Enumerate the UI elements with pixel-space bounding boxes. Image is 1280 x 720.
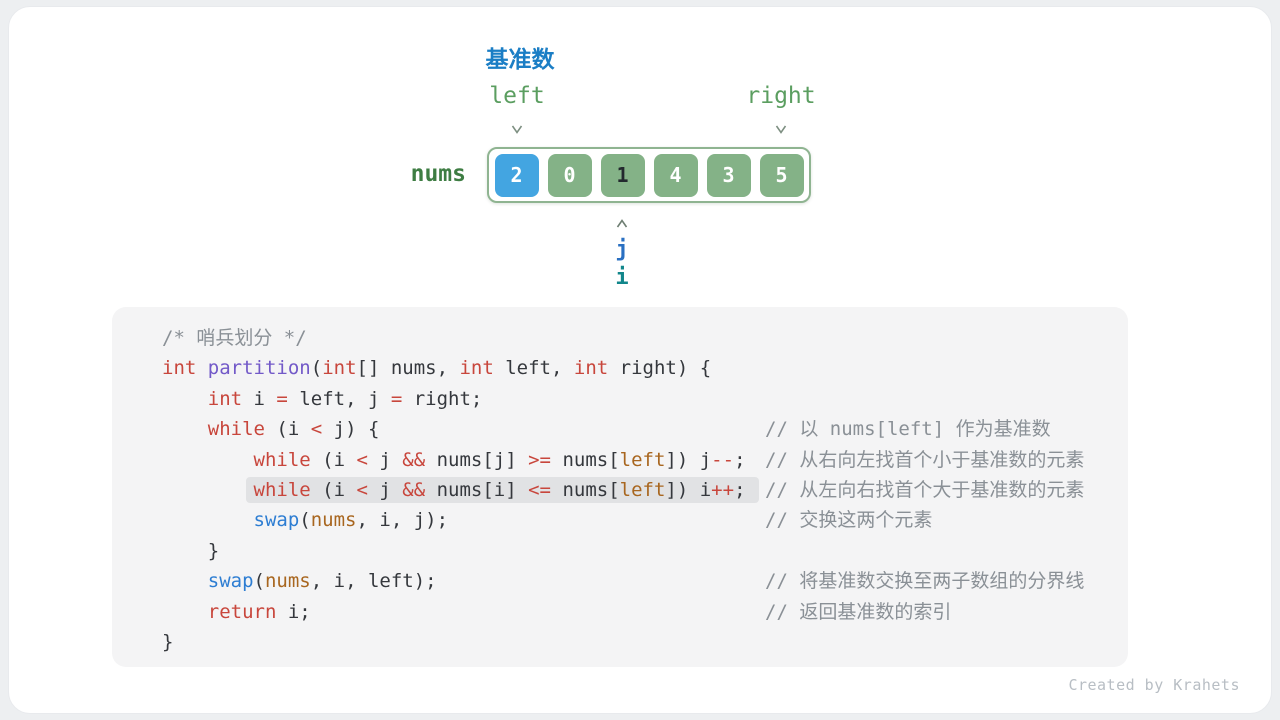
code-text: return i;: [207, 600, 311, 623]
inline-comment: // 从左向右找首个大于基准数的元素: [765, 478, 1085, 501]
right-arrow-down-icon: [775, 119, 787, 138]
code-lines: /* 哨兵划分 */ int partition(int[] nums, int …: [162, 323, 1128, 657]
pivot-label: 基准数: [485, 47, 555, 73]
code-line: int partition(int[] nums, int left, int …: [162, 353, 1128, 383]
code-line: while (i < j && nums[i] <= nums[left]) i…: [162, 475, 1128, 505]
code-text: /* 哨兵划分 */: [162, 327, 307, 349]
code-text: while (i < j && nums[i] <= nums[left]) i…: [253, 478, 746, 501]
code-line: swap(nums, i, j); // 交换这两个元素: [162, 505, 1128, 535]
index-arrow-up-icon: [616, 213, 628, 232]
array-cell: 3: [706, 153, 751, 197]
code-line: }: [162, 536, 1128, 566]
left-arrow-down-icon: [511, 119, 523, 138]
code-line: }: [162, 627, 1128, 657]
nums-label: nums: [410, 161, 466, 187]
code-line: swap(nums, i, left); // 将基准数交换至两子数组的分界线: [162, 566, 1128, 596]
code-text: while (i < j && nums[j] >= nums[left]) j…: [253, 448, 746, 471]
inline-comment: // 将基准数交换至两子数组的分界线: [765, 570, 1085, 593]
array-cell: 1: [600, 153, 645, 197]
array-cell: 0: [547, 153, 592, 197]
code-text: swap(nums, i, left);: [207, 570, 437, 593]
inline-comment: // 交换这两个元素: [765, 509, 933, 532]
code-line: int i = left, j = right;: [162, 384, 1128, 414]
left-pointer-label: left: [489, 83, 545, 109]
array-cell: 2: [494, 153, 539, 197]
highlight-bar: [246, 476, 759, 503]
code-text: while (i < j) {: [207, 418, 380, 441]
inline-comment: // 从右向左找首个小于基准数的元素: [765, 448, 1085, 471]
right-pointer-label: right: [746, 83, 816, 109]
code-text: swap(nums, i, j);: [253, 509, 449, 532]
code-text: }: [207, 539, 220, 562]
code-line: while (i < j) { // 以 nums[left] 作为基准数: [162, 414, 1128, 444]
pointer-i-label: i: [615, 265, 629, 290]
code-line: return i; // 返回基准数的索引: [162, 597, 1128, 627]
credit-text: Created by Krahets: [1068, 676, 1240, 694]
pointer-j-label: j: [615, 237, 629, 262]
code-text: }: [162, 630, 174, 653]
code-text: int i = left, j = right;: [207, 387, 483, 410]
array-cell: 5: [759, 153, 804, 197]
inline-comment: // 以 nums[left] 作为基准数: [765, 418, 1051, 441]
inline-comment: // 返回基准数的索引: [765, 600, 952, 623]
code-block: /* 哨兵划分 */ int partition(int[] nums, int …: [112, 307, 1128, 667]
array-cell: 4: [653, 153, 698, 197]
code-line: while (i < j && nums[j] >= nums[left]) j…: [162, 445, 1128, 475]
code-line: /* 哨兵划分 */: [162, 323, 1128, 353]
code-text: int partition(int[] nums, int left, int …: [162, 357, 712, 380]
